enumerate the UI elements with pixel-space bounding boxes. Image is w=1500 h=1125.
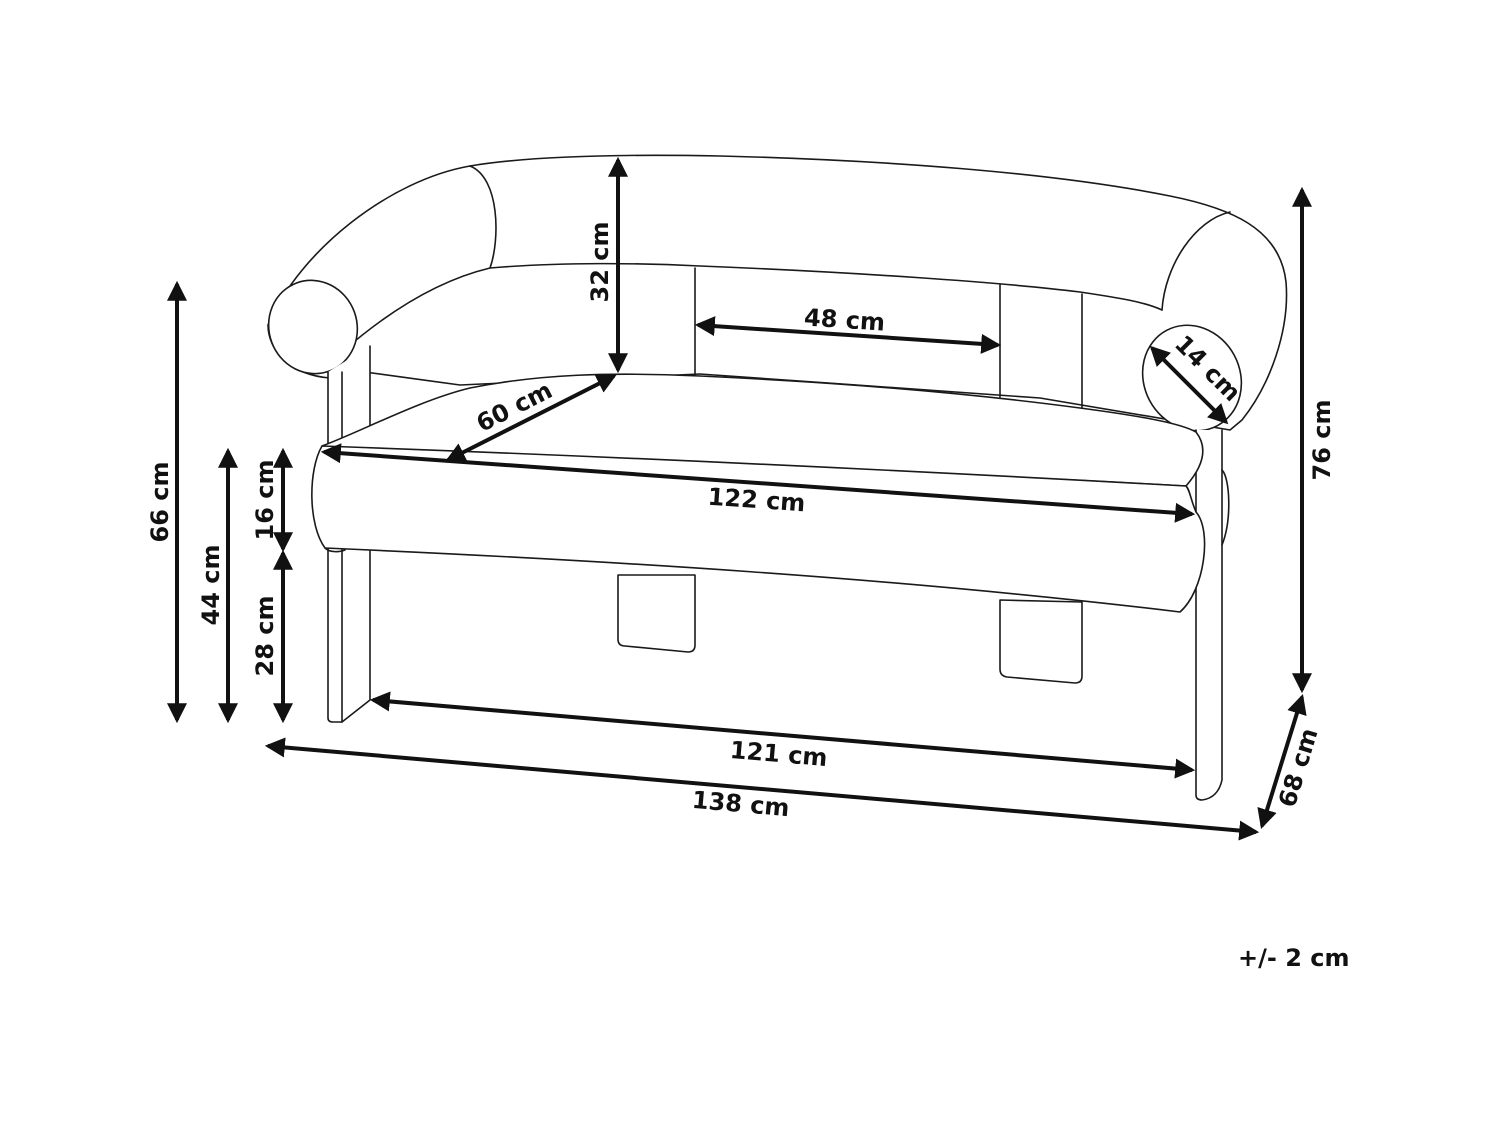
left-arm-roll-end [267, 279, 359, 375]
overall-height-label: 76 cm [1308, 400, 1336, 481]
overall-depth-arrow [1257, 693, 1307, 830]
seat-width-arrow [320, 443, 1196, 523]
inner-leg-width-label: 121 cm [729, 736, 829, 772]
back-gap-arrow [694, 316, 1002, 354]
back-gap-label: 48 cm [803, 303, 886, 336]
armrest-diameter-arrow [1149, 345, 1229, 425]
seat-height-label: 44 cm [197, 545, 225, 626]
cushion-height-label: 16 cm [251, 460, 279, 541]
base-height-label: 28 cm [251, 596, 279, 677]
dimension-arrows [167, 156, 1312, 841]
seat-width-label: 122 cm [707, 483, 806, 518]
tolerance-note: +/- 2 cm [1238, 944, 1350, 972]
armrest-height-label: 66 cm [146, 462, 174, 543]
backrest [267, 154, 1288, 431]
backrest-height-label: 32 cm [586, 222, 614, 303]
overall-width-arrow [264, 737, 1260, 841]
back-legs [617, 574, 1083, 684]
